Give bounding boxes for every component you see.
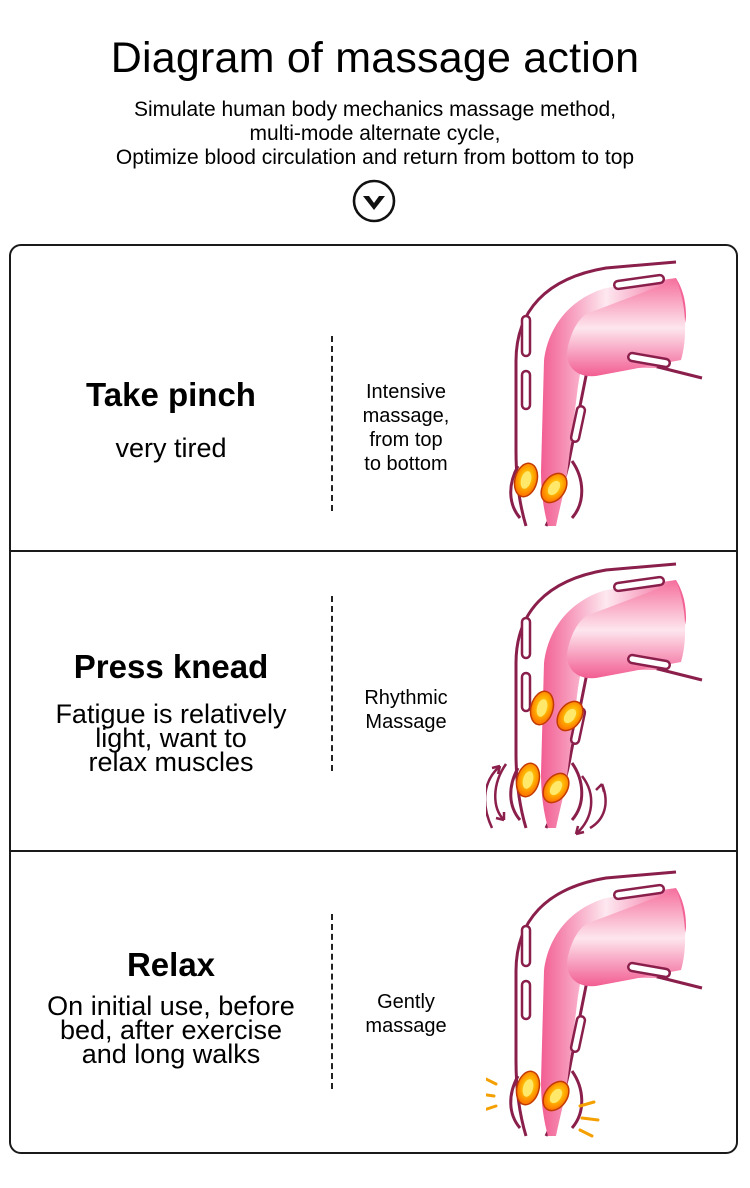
- mode-description-line: and long walks: [81, 1039, 261, 1069]
- leg-illustration: [486, 870, 704, 1138]
- divider: [331, 914, 333, 1089]
- subtitle-line: multi-mode alternate cycle,: [249, 122, 501, 145]
- mode-note: Rhythmic Massage: [341, 686, 471, 734]
- leg-illustration: [509, 260, 704, 528]
- mode-description-line: Fatigue is relatively: [55, 699, 287, 729]
- subtitle-line: Optimize blood circulation and return fr…: [115, 146, 635, 169]
- leg-illustration: [486, 562, 704, 836]
- mode-note-line: Massage: [365, 711, 447, 733]
- mode-description: very tired: [21, 433, 321, 463]
- divider: [331, 336, 333, 511]
- page-subtitle: Simulate human body mechanics massage me…: [0, 98, 750, 170]
- row-separator: [11, 550, 736, 552]
- mode-row-take-pinch: Take pinch very tired Intensive massage,…: [11, 246, 736, 546]
- mode-title: Take pinch: [86, 376, 256, 413]
- mode-description-line: very tired: [115, 433, 227, 463]
- row-separator: [11, 850, 736, 852]
- mode-row-relax: Relax On initial use, before bed, after …: [11, 852, 736, 1152]
- mode-note-line: Gently: [377, 991, 435, 1013]
- mode-note-line: from top: [369, 429, 443, 451]
- mode-description: On initial use, before bed, after exerci…: [21, 991, 321, 1069]
- mode-note: Gently massage: [341, 990, 471, 1038]
- mode-row-press-knead: Press knead Fatigue is relatively light,…: [11, 552, 736, 852]
- divider: [331, 596, 333, 771]
- chevron-down-circle-icon: [352, 179, 396, 223]
- mode-description-line: relax muscles: [88, 747, 254, 777]
- mode-title: Press knead: [73, 648, 269, 685]
- mode-description-line: bed, after exercise: [59, 1015, 283, 1045]
- curved-arrow-icon: [575, 775, 593, 835]
- mode-note-line: massage,: [362, 405, 450, 427]
- mode-description: Fatigue is relatively light, want to rel…: [21, 699, 321, 777]
- curved-arrow-icon: [494, 763, 508, 821]
- mode-note-line: Intensive: [365, 381, 447, 403]
- vibration-lines-icon: [486, 1077, 600, 1138]
- mode-title: Relax: [126, 946, 216, 983]
- mode-note: Intensive massage, from top to bottom: [341, 380, 471, 476]
- page-title: Diagram of massage action: [110, 34, 640, 82]
- modes-panel: Take pinch very tired Intensive massage,…: [9, 244, 738, 1154]
- mode-note-line: Rhythmic: [364, 687, 448, 709]
- mode-description-line: On initial use, before: [47, 991, 295, 1021]
- subtitle-line: Simulate human body mechanics massage me…: [133, 98, 617, 121]
- mode-note-line: to bottom: [364, 453, 448, 475]
- mode-description-line: light, want to: [95, 723, 247, 753]
- curved-arrow-icon: [486, 765, 501, 829]
- mode-note-line: massage: [365, 1015, 447, 1037]
